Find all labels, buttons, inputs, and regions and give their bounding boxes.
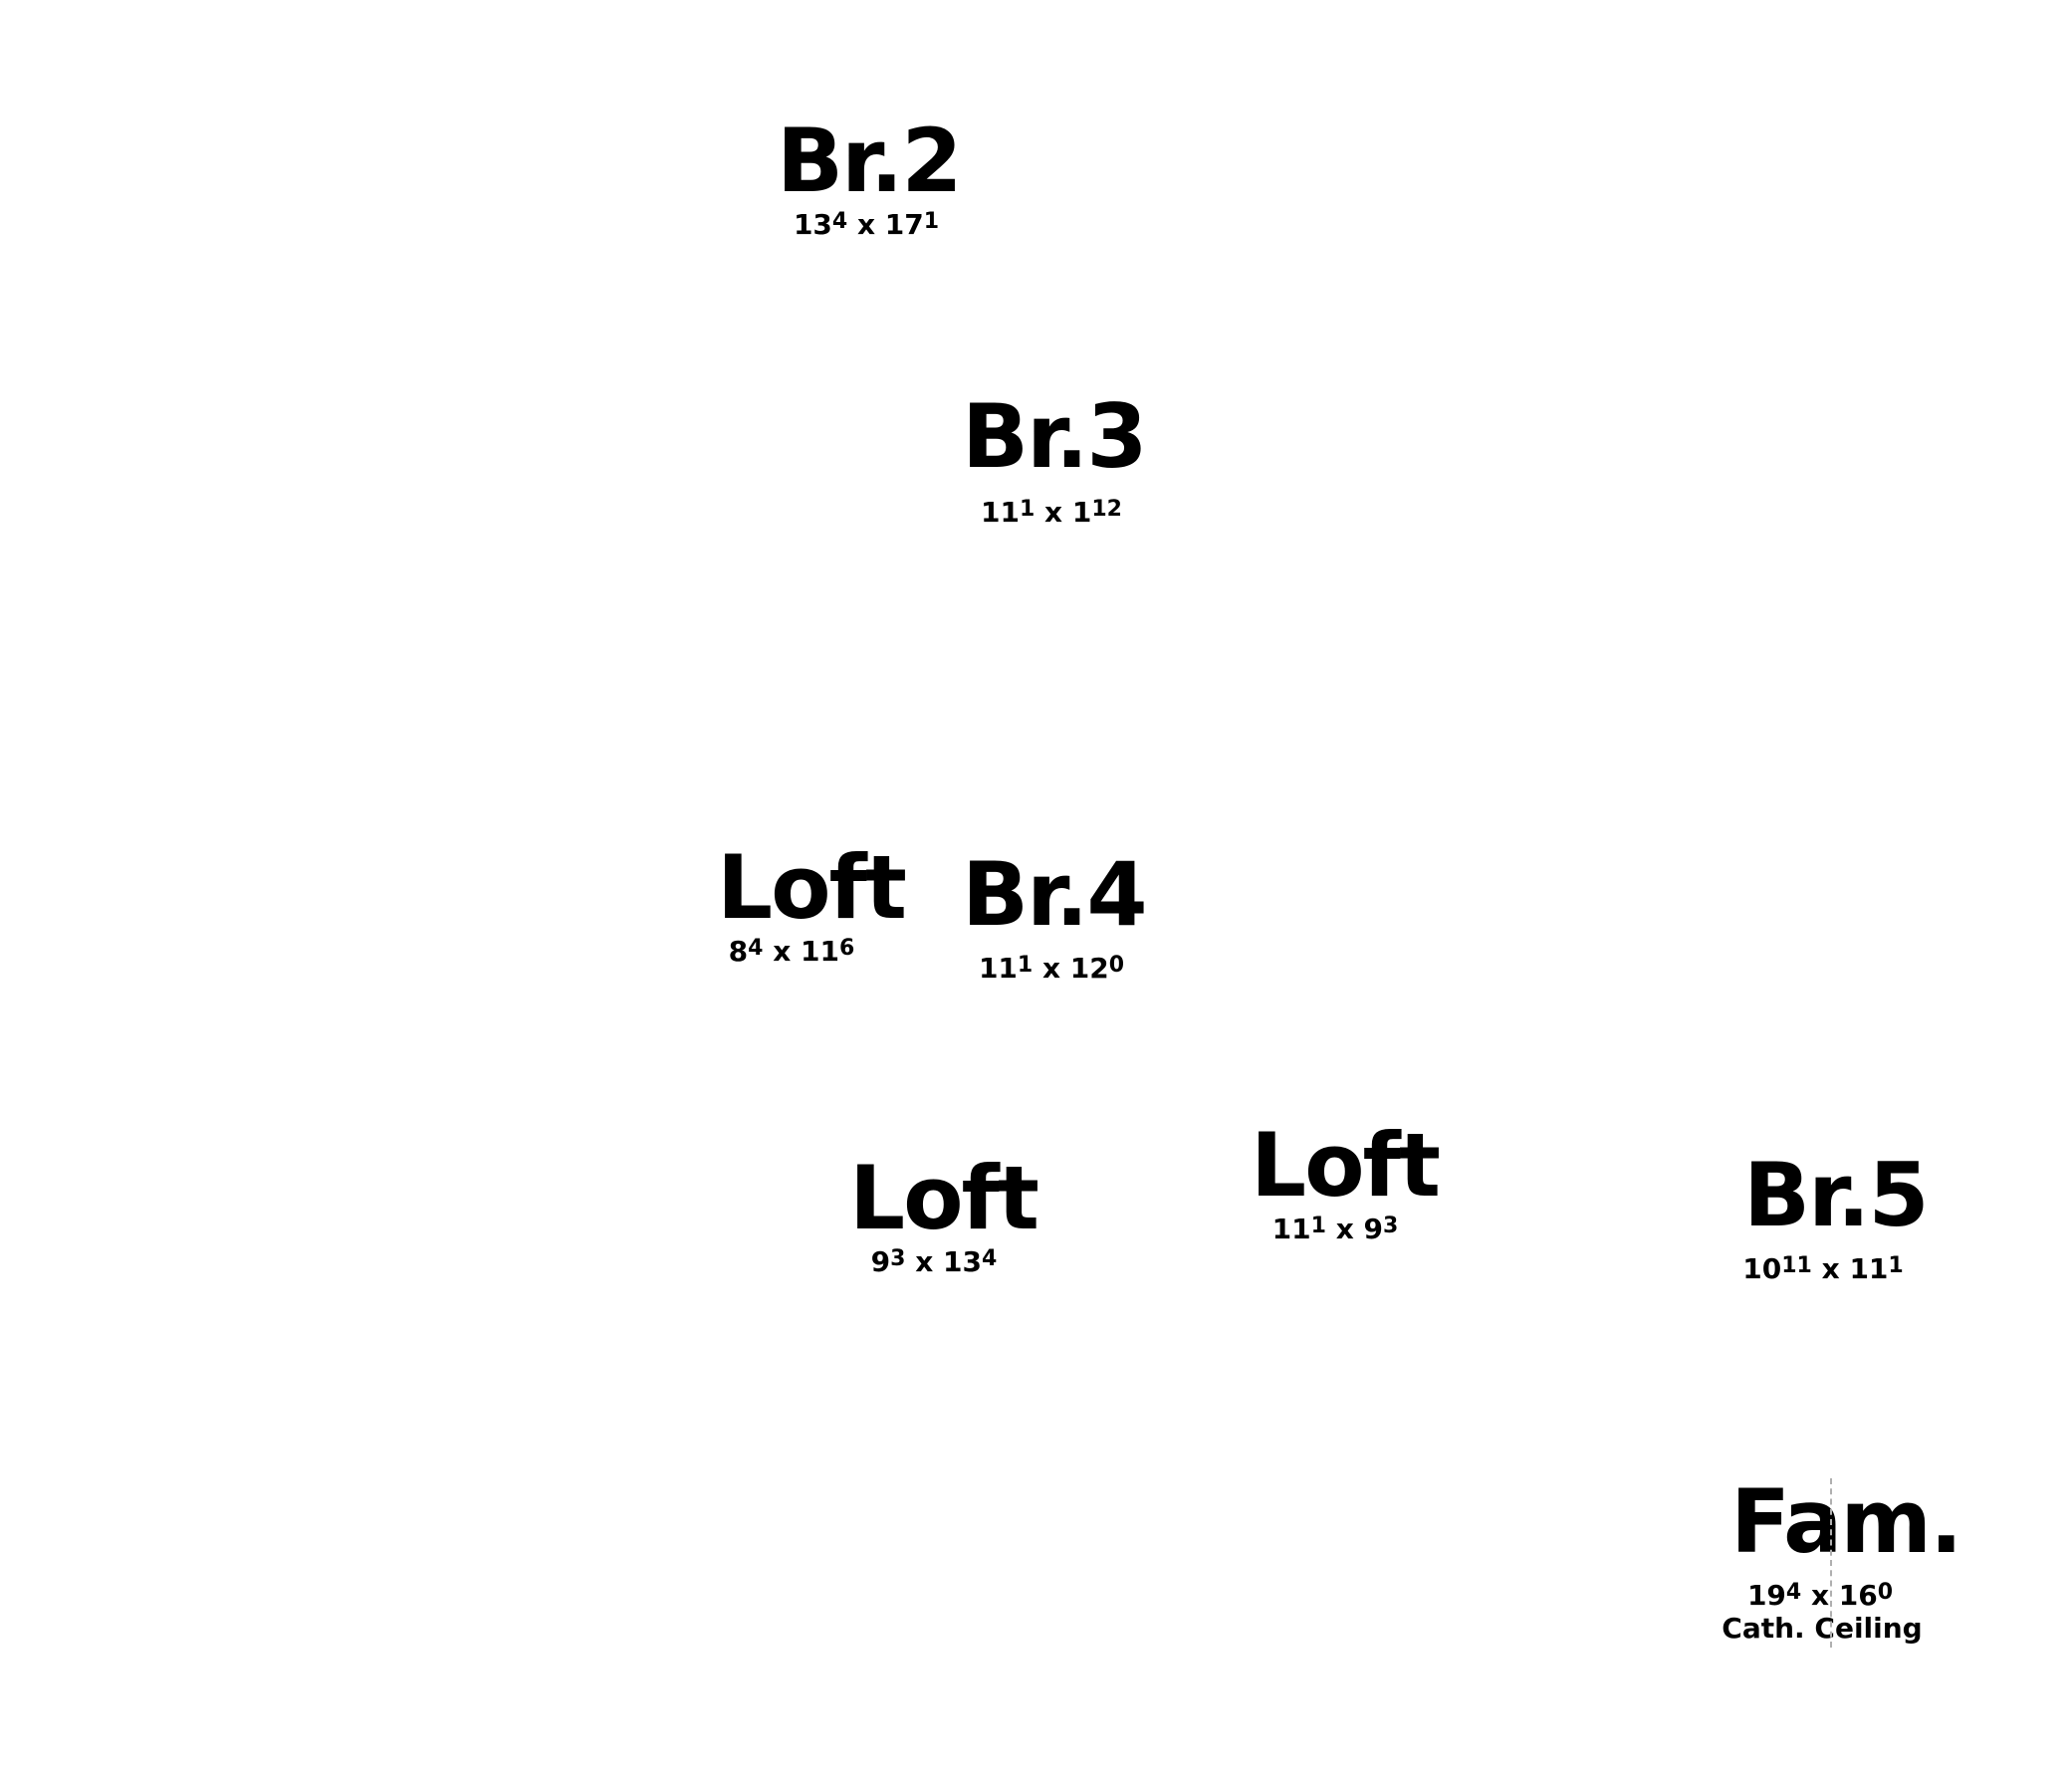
room-name: Loft	[1251, 1114, 1441, 1217]
room-dimensions: 194 x 160	[1746, 1579, 1894, 1612]
room-dimensions: 111 x 93	[1271, 1213, 1399, 1245]
room-name: Loft	[849, 1147, 1039, 1249]
room-name: Br.2	[777, 110, 963, 212]
room-dimensions: 84 x 116	[728, 935, 855, 968]
room-label-br5: Br.5 1011 x 111	[1742, 1144, 1930, 1283]
room-label-br3: Br.3 111 x 112	[962, 385, 1148, 529]
room-dimensions: 111 x 112	[981, 496, 1122, 529]
room-name: Br.5	[1743, 1144, 1930, 1246]
room-dimensions: 134 x 171	[793, 208, 940, 241]
room-name: Fam.	[1730, 1470, 1962, 1573]
room-name: Loft	[717, 836, 907, 939]
room-label-loft-3: Loft 111 x 93	[1251, 1114, 1441, 1245]
room-name: Br.3	[962, 385, 1148, 488]
room-name: Br.4	[962, 843, 1148, 946]
room-label-fam: Fam. 194 x 160 Cath. Ceiling	[1722, 1470, 1962, 1644]
room-dimensions: 1011 x 111	[1742, 1252, 1904, 1285]
room-label-br2: Br.2 134 x 171	[777, 110, 963, 241]
room-dimensions: 111 x 120	[978, 952, 1125, 985]
room-label-br4: Br.4 111 x 120	[962, 843, 1148, 985]
room-note: Cath. Ceiling	[1722, 1612, 1923, 1645]
room-label-loft-2: Loft 93 x 134	[849, 1147, 1039, 1278]
room-dimensions: 93 x 134	[870, 1245, 998, 1278]
dashed-divider-line	[1830, 1478, 1832, 1648]
room-label-loft-1: Loft 84 x 116	[717, 836, 907, 966]
